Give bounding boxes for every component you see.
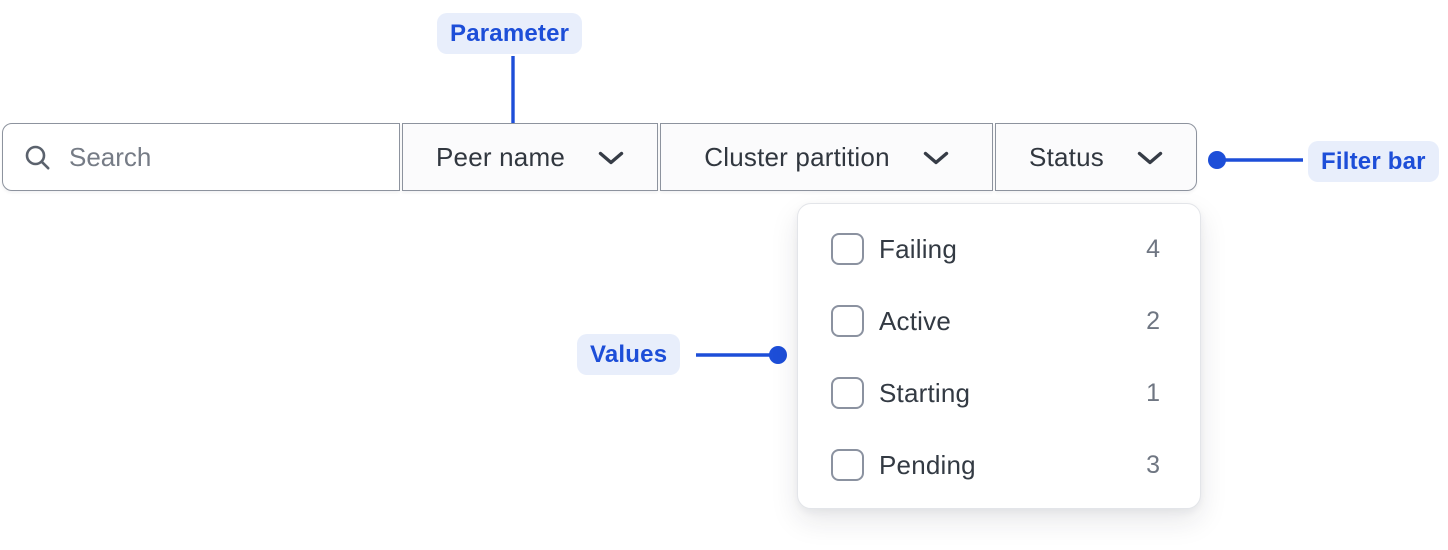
status-option-active-count: 2 <box>1146 306 1160 335</box>
status-option-starting[interactable]: Starting 1 <box>798 357 1200 429</box>
checkbox-starting[interactable] <box>831 377 864 409</box>
dropdown-status-label: Status <box>1029 141 1104 172</box>
status-option-failing[interactable]: Failing 4 <box>798 213 1200 285</box>
status-option-starting-count: 1 <box>1146 378 1160 407</box>
status-option-active-label: Active <box>879 305 952 336</box>
chevron-down-icon <box>1137 151 1163 165</box>
search-input[interactable] <box>69 141 379 173</box>
checkbox-failing[interactable] <box>831 233 864 265</box>
dropdown-cluster-partition[interactable]: Cluster partition <box>660 123 993 191</box>
filter-bar-connector-dot <box>1208 151 1226 169</box>
dropdown-peer-name-label: Peer name <box>436 141 565 172</box>
search-field[interactable] <box>2 123 400 191</box>
search-icon <box>25 145 50 170</box>
status-option-pending[interactable]: Pending 3 <box>798 429 1200 501</box>
checkbox-active[interactable] <box>831 305 864 337</box>
filter-bar: Peer name Cluster partition Status <box>2 123 1197 191</box>
values-connector-dot <box>769 346 787 364</box>
annotation-badge-parameter: Parameter <box>437 13 583 54</box>
status-option-active[interactable]: Active 2 <box>798 285 1200 357</box>
status-option-pending-count: 3 <box>1146 450 1160 479</box>
dropdown-cluster-partition-label: Cluster partition <box>704 141 890 172</box>
annotation-badge-values-label: Values <box>590 340 668 368</box>
chevron-down-icon <box>598 151 624 165</box>
annotation-badge-parameter-label: Parameter <box>450 19 570 47</box>
annotation-badge-filter-bar-label: Filter bar <box>1321 147 1426 175</box>
status-option-starting-label: Starting <box>879 377 971 408</box>
status-option-pending-label: Pending <box>879 449 976 480</box>
checkbox-pending[interactable] <box>831 449 864 481</box>
dropdown-peer-name[interactable]: Peer name <box>402 123 658 191</box>
status-option-failing-count: 4 <box>1146 234 1160 263</box>
annotation-badge-values: Values <box>577 334 681 375</box>
annotation-badge-filter-bar: Filter bar <box>1308 141 1439 182</box>
chevron-down-icon <box>923 151 948 165</box>
dropdown-status[interactable]: Status <box>995 123 1197 191</box>
status-option-failing-label: Failing <box>879 233 957 264</box>
status-dropdown-panel: Failing 4 Active 2 Starting 1 Pending 3 <box>797 203 1201 509</box>
